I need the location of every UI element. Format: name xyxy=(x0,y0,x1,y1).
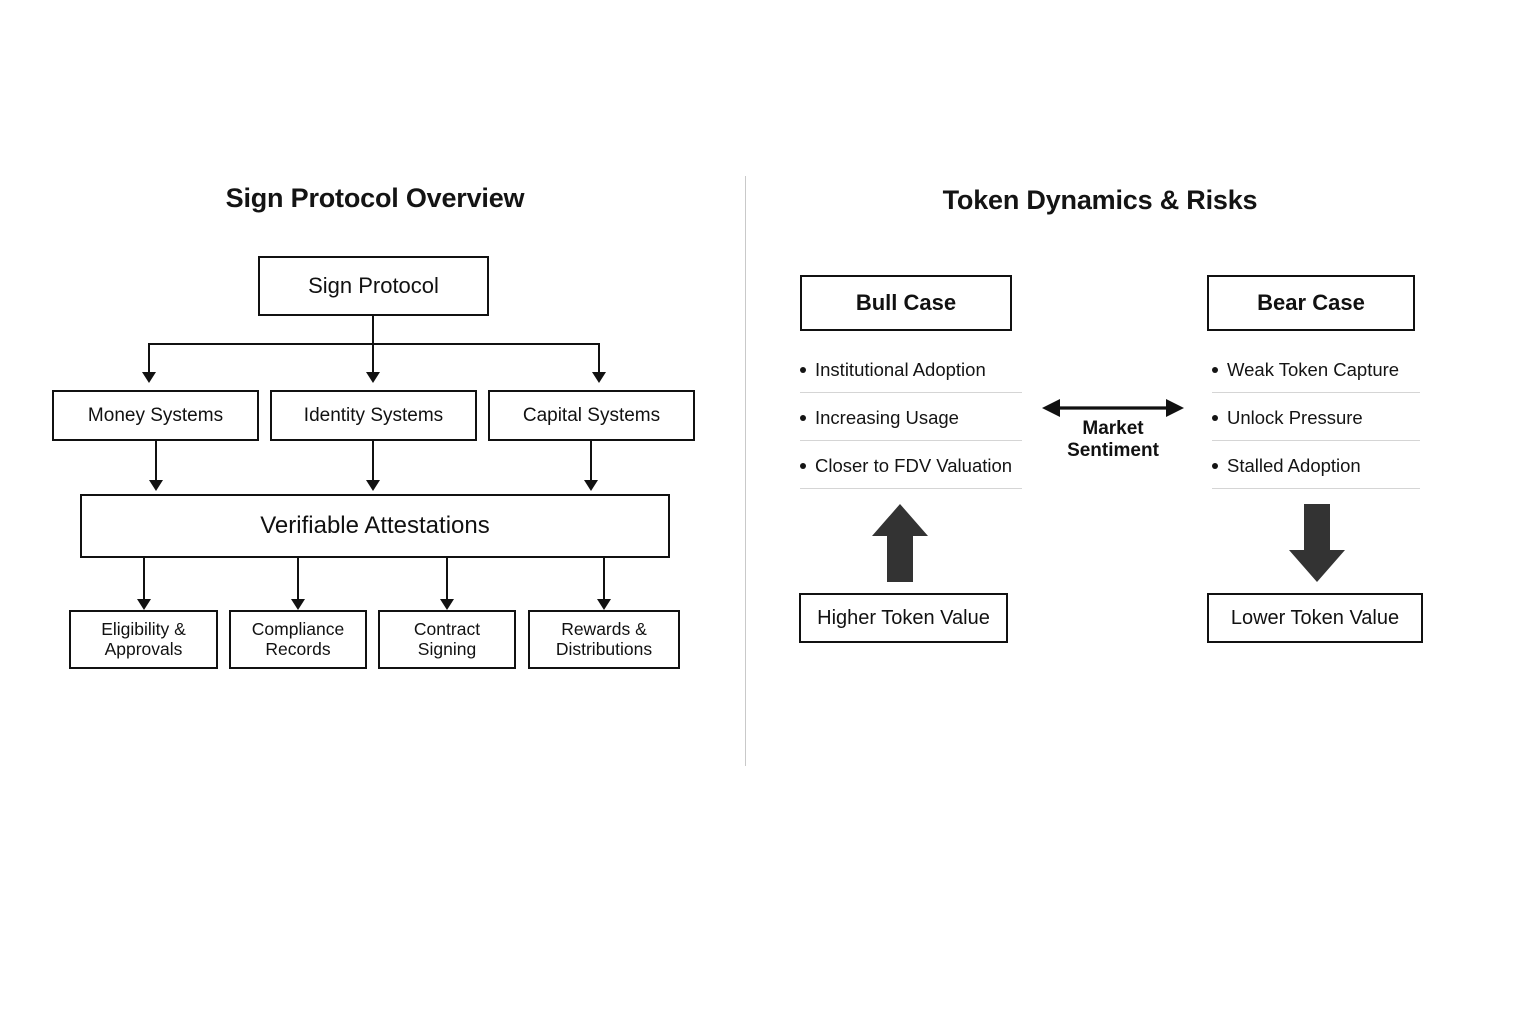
arrowhead-hub-to-rewards xyxy=(596,599,611,610)
node-label: Eligibility & Approvals xyxy=(101,618,186,659)
node-label: Verifiable Attestations xyxy=(260,511,490,539)
bear-list-item[interactable]: Stalled Adoption xyxy=(1212,454,1361,478)
arrowhead-identity xyxy=(365,372,380,383)
node-identity-systems[interactable]: Identity Systems xyxy=(270,390,477,441)
lower-token-value-label: Lower Token Value xyxy=(1230,606,1400,629)
right-panel-title: Token Dynamics & Risks xyxy=(942,185,1258,215)
bear-list-item[interactable]: Unlock Pressure xyxy=(1212,406,1363,430)
bear-case-label: Bear Case xyxy=(1257,289,1365,315)
arrowhead-capital xyxy=(591,372,606,383)
bull-item-label: Increasing Usage xyxy=(815,407,959,428)
node-label: Money Systems xyxy=(87,404,224,426)
arrowhead-identity-to-hub xyxy=(365,480,380,491)
node-sign-protocol[interactable]: Sign Protocol xyxy=(258,256,489,316)
node-label: Capital Systems xyxy=(522,404,661,426)
node-label: Contract Signing xyxy=(413,618,481,659)
node-eligibility-approvals[interactable]: Eligibility & Approvals xyxy=(69,610,218,669)
bullet-icon xyxy=(1212,415,1218,421)
connector-drop-identity xyxy=(372,343,375,373)
bullet-icon xyxy=(1212,367,1218,373)
bull-list-item[interactable]: Closer to FDV Valuation xyxy=(800,454,1012,478)
node-label-line2: Records xyxy=(265,638,331,659)
connector-capital-to-hub xyxy=(590,441,593,481)
node-label-line1: Compliance xyxy=(251,618,345,639)
node-label: Sign Protocol xyxy=(308,272,439,298)
connector-hub-to-contract xyxy=(446,558,449,600)
market-sentiment-line2: Sentiment xyxy=(1067,440,1159,462)
node-label-line1: Rewards & xyxy=(561,618,647,639)
bullet-icon xyxy=(800,415,806,421)
node-capital-systems[interactable]: Capital Systems xyxy=(488,390,695,441)
node-verifiable-attestations[interactable]: Verifiable Attestations xyxy=(80,494,670,558)
market-sentiment-arrow-icon xyxy=(1040,395,1186,421)
higher-token-value-box[interactable]: Higher Token Value xyxy=(799,593,1008,643)
node-label-line1: Eligibility & xyxy=(101,618,186,639)
bullet-icon xyxy=(1212,463,1218,469)
node-label-line1: Contract xyxy=(413,618,481,639)
lower-token-value-box[interactable]: Lower Token Value xyxy=(1207,593,1423,643)
bull-item-label: Institutional Adoption xyxy=(815,359,986,380)
bear-separator xyxy=(1212,392,1420,394)
connector-drop-money xyxy=(148,343,151,373)
arrowhead-hub-to-eligibility xyxy=(136,599,151,610)
node-contract-signing[interactable]: Contract Signing xyxy=(378,610,516,669)
arrowhead-hub-to-contract xyxy=(439,599,454,610)
arrowhead-hub-to-compliance xyxy=(290,599,305,610)
market-sentiment-label: Market Sentiment xyxy=(1040,418,1186,463)
bull-case-label: Bull Case xyxy=(855,289,957,315)
connector-hub-to-rewards xyxy=(603,558,606,600)
node-label-line2: Signing xyxy=(417,638,477,659)
arrow-up-icon xyxy=(868,502,932,584)
panel-divider xyxy=(745,176,747,766)
node-label: Rewards & Distributions xyxy=(555,618,653,659)
bear-separator xyxy=(1212,440,1420,442)
bull-list-item[interactable]: Institutional Adoption xyxy=(800,358,986,382)
connector-drop-capital xyxy=(598,343,601,373)
bear-list-item[interactable]: Weak Token Capture xyxy=(1212,358,1399,382)
bull-separator xyxy=(800,440,1022,442)
node-label-line2: Approvals xyxy=(104,638,183,659)
node-rewards-distributions[interactable]: Rewards & Distributions xyxy=(528,610,680,669)
arrowhead-money-to-hub xyxy=(148,480,163,491)
arrowhead-money xyxy=(141,372,156,383)
node-money-systems[interactable]: Money Systems xyxy=(52,390,259,441)
bear-separator xyxy=(1212,488,1420,490)
bear-item-label: Unlock Pressure xyxy=(1227,407,1363,428)
higher-token-value-label: Higher Token Value xyxy=(817,606,990,629)
connector-root-stem xyxy=(372,316,375,344)
bear-case-header[interactable]: Bear Case xyxy=(1207,275,1415,331)
node-label: Identity Systems xyxy=(303,404,444,426)
bull-separator xyxy=(800,392,1022,394)
connector-identity-to-hub xyxy=(372,441,375,481)
bull-separator xyxy=(800,488,1022,490)
bull-case-header[interactable]: Bull Case xyxy=(800,275,1012,331)
connector-hub-to-eligibility xyxy=(143,558,146,600)
node-label-line2: Distributions xyxy=(555,638,653,659)
connector-money-to-hub xyxy=(155,441,158,481)
arrow-down-icon xyxy=(1285,502,1349,584)
bullet-icon xyxy=(800,463,806,469)
bull-list-item[interactable]: Increasing Usage xyxy=(800,406,959,430)
bear-item-label: Stalled Adoption xyxy=(1227,455,1361,476)
bear-item-label: Weak Token Capture xyxy=(1227,359,1400,380)
bull-item-label: Closer to FDV Valuation xyxy=(815,455,1013,476)
market-sentiment-line1: Market xyxy=(1082,418,1144,439)
node-compliance-records[interactable]: Compliance Records xyxy=(229,610,367,669)
bullet-icon xyxy=(800,367,806,373)
connector-hub-to-compliance xyxy=(297,558,300,600)
node-label: Compliance Records xyxy=(251,618,345,659)
arrowhead-capital-to-hub xyxy=(583,480,598,491)
left-panel-title: Sign Protocol Overview xyxy=(225,183,525,213)
